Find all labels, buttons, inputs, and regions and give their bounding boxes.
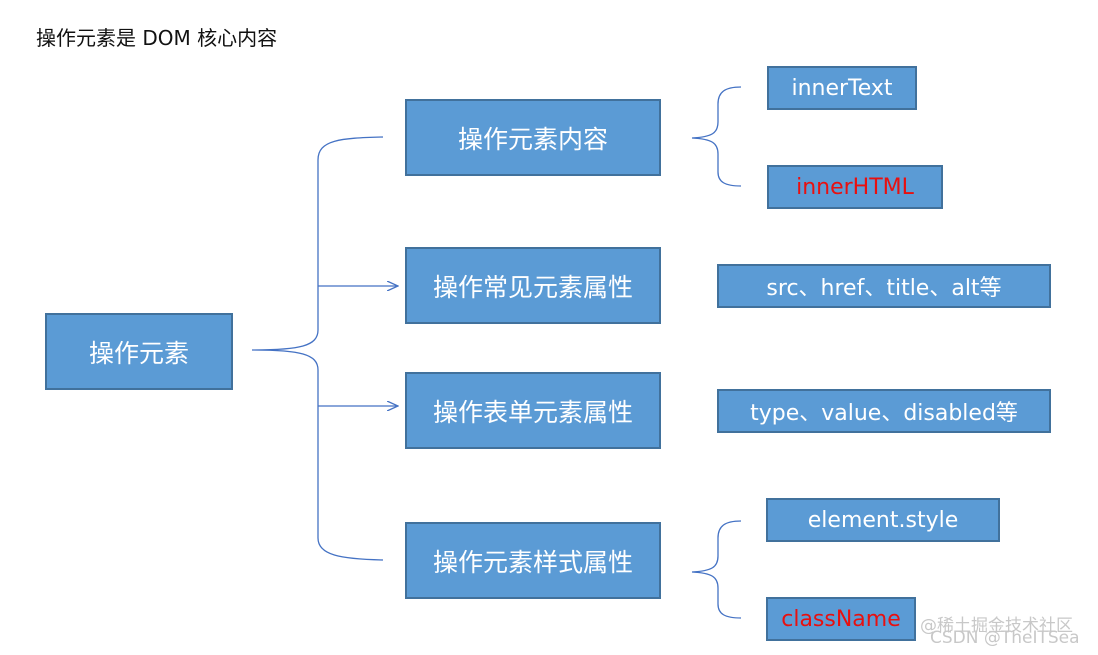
root-node-label: 操作元素 [88,338,189,368]
detail-element-style: element.style [766,498,1000,542]
category-label: 操作元素样式属性 [432,547,633,577]
watermark-csdn: CSDN @TheITSea [930,628,1080,648]
detail-innertext: innerText [767,66,917,110]
root-node: 操作元素 [45,313,233,390]
detail-label: innerHTML [796,174,914,200]
category-label: 操作元素内容 [457,124,608,154]
detail-label: src、href、title、alt等 [766,276,1002,301]
style-brace [691,520,742,619]
main-brace [251,136,384,561]
watermark-juejin: @稀土掘金技术社区 [920,616,1073,636]
category-form-attributes: 操作表单元素属性 [405,372,661,449]
category-label: 操作表单元素属性 [432,397,633,427]
category-common-attributes: 操作常见元素属性 [405,247,661,324]
detail-label: element.style [807,507,959,533]
detail-common-attrs: src、href、title、alt等 [717,264,1051,308]
category-label: 操作常见元素属性 [432,272,633,302]
detail-label: className [781,606,901,632]
detail-classname: className [766,597,916,641]
detail-innerhtml: innerHTML [767,165,943,209]
category-style-attributes: 操作元素样式属性 [405,522,661,599]
diagram-title: 操作元素是 DOM 核心内容 [36,26,278,50]
detail-label: innerText [791,75,893,101]
detail-form-attrs: type、value、disabled等 [717,389,1051,433]
detail-label: type、value、disabled等 [750,401,1018,426]
content-brace [691,86,742,187]
category-element-content: 操作元素内容 [405,99,661,176]
